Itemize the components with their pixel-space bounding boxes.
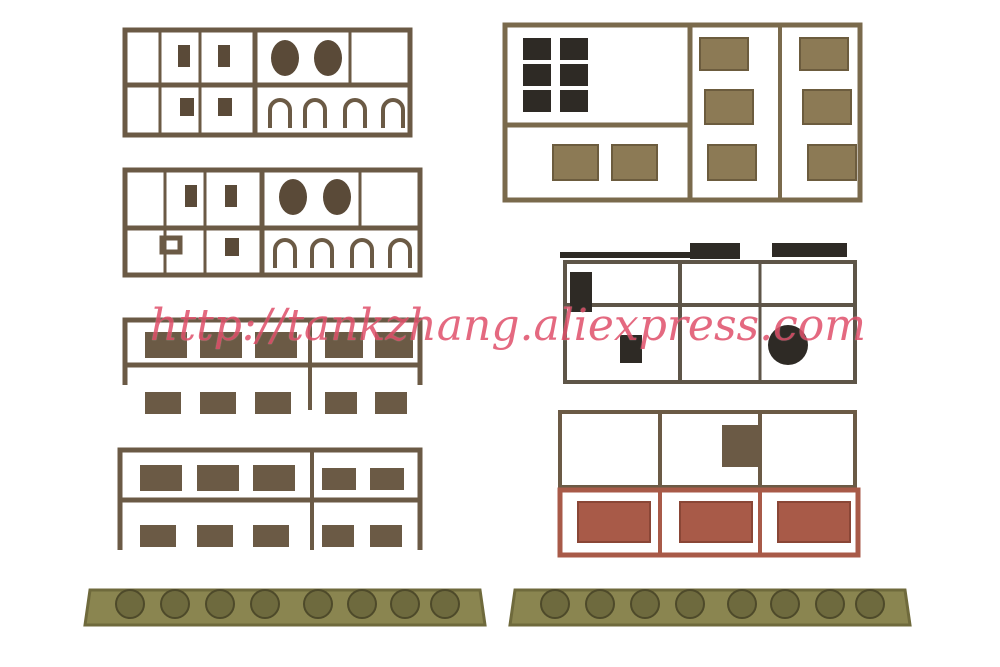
sprue-khaki-jerrycans	[502, 22, 863, 203]
sprue-olive-wheels-right	[508, 588, 912, 627]
sprue-machine-guns	[560, 243, 857, 384]
sprue-red-crates	[557, 410, 861, 558]
sprue-brown-boxes-1	[122, 317, 423, 414]
sprue-brown-boxes-2	[117, 447, 423, 550]
sprue-brown-fittings-1	[122, 27, 413, 138]
sprue-olive-wheels-left	[83, 588, 487, 627]
sprue-brown-fittings-2	[122, 167, 423, 278]
